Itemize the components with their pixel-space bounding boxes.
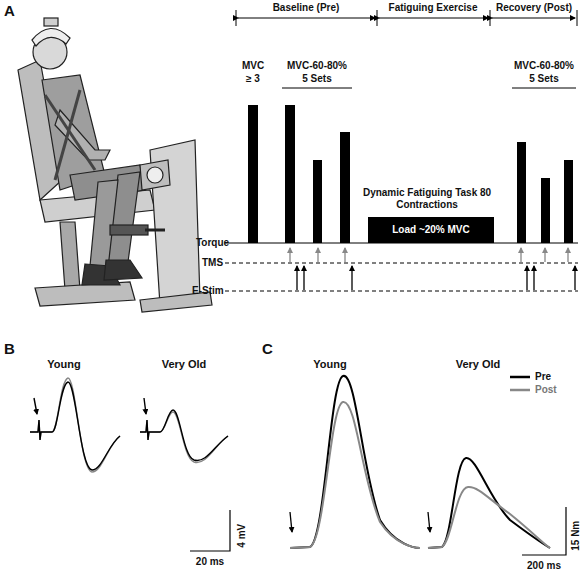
scale-label: 15 Nm	[570, 521, 582, 551]
legend-sample	[510, 376, 530, 379]
legend-text: Post	[535, 384, 557, 396]
panel-letter: C	[262, 340, 273, 357]
group-label: Young	[313, 358, 346, 371]
legend-sample	[510, 389, 530, 392]
phase-label: Baseline (Pre)	[273, 2, 340, 14]
channel-label: E-Stim	[192, 285, 224, 297]
stim-arrows	[290, 248, 575, 290]
protocol-label: ≥ 3	[246, 73, 260, 85]
protocol-label: MVC-60-80%	[514, 60, 574, 72]
protocol-label: MVC	[242, 60, 264, 72]
subject-illustration	[18, 18, 212, 312]
task-box: Dynamic Fatiguing Task 80 ContractionsLo…	[368, 217, 494, 243]
group-label: Very Old	[456, 358, 501, 371]
task-load: Load ~20% MVC	[368, 217, 494, 243]
channel-label: Torque	[196, 237, 229, 249]
scale-label: 20 ms	[196, 556, 224, 568]
phase-label: Fatiguing Exercise	[389, 2, 478, 14]
protocol-label: MVC-60-80%	[287, 60, 347, 72]
scale-label: 200 ms	[527, 560, 561, 572]
protocol-label: 5 Sets	[529, 73, 558, 85]
legend-text: Pre	[535, 371, 551, 383]
group-label: Very Old	[162, 358, 207, 371]
twitch-traces	[290, 376, 566, 555]
panel-letter: B	[4, 340, 15, 357]
protocol-label: 5 Sets	[302, 73, 331, 85]
timeline	[225, 10, 578, 291]
scale-label: 4 mV	[236, 524, 248, 548]
panel-letter: A	[4, 2, 15, 19]
phase-label: Recovery (Post)	[496, 2, 572, 14]
mep-traces	[30, 378, 230, 551]
channel-label: TMS	[202, 257, 223, 269]
torque-bars	[248, 105, 573, 243]
group-label: Young	[47, 358, 80, 371]
task-heading: Dynamic Fatiguing Task 80 Contractions	[362, 187, 492, 211]
